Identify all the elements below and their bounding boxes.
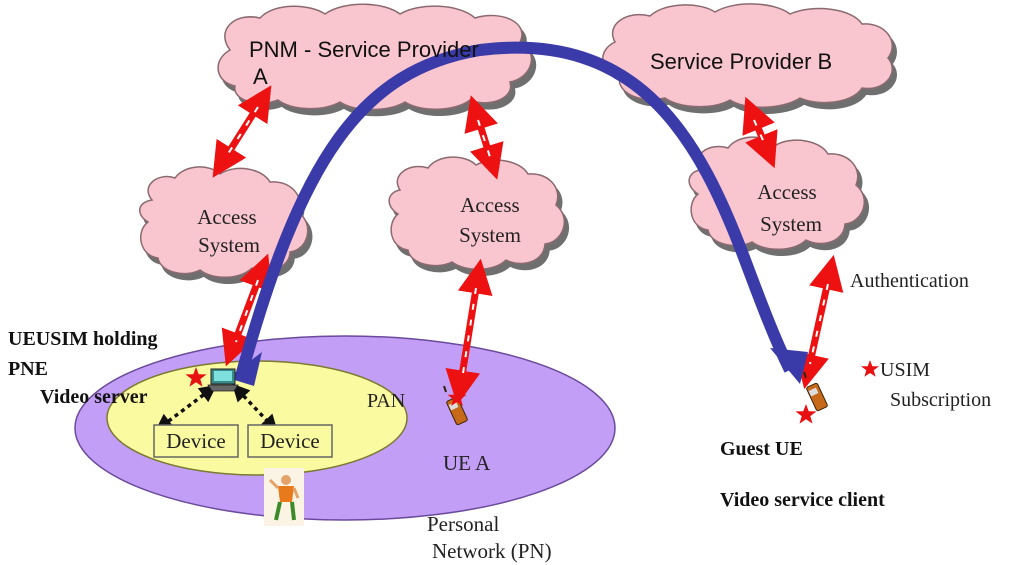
access-left-line1: Access (197, 205, 256, 229)
service-provider-a-suffix: A (253, 64, 268, 89)
pan-area (106, 360, 408, 476)
video-session-path (234, 41, 796, 382)
red-link-dashes (225, 106, 829, 381)
guest-ue-label: Guest UE (720, 438, 803, 460)
usim-star-pne (185, 367, 207, 387)
usim-label: USIM (880, 359, 930, 381)
service-provider-a-title: PNM - Service Provider (249, 37, 479, 62)
pan-label: PAN (367, 390, 405, 412)
video-session-arrowhead-left (228, 352, 262, 386)
cloud-service-provider-b (602, 3, 893, 108)
personal-network-label-line1: Personal (427, 512, 499, 536)
cloud-service-provider-a (217, 3, 533, 111)
video-service-client-label: Video service client (720, 489, 885, 511)
video-session-arrowhead-right (770, 348, 808, 384)
cloud-access-system-middle (388, 156, 566, 270)
subscription-label: Subscription (890, 389, 991, 411)
device-left-label: Device (166, 429, 225, 453)
ueusim-holding-label: UEUSIM holding (8, 328, 158, 350)
access-right-line2: System (760, 212, 822, 236)
usim-star-guest-ue (795, 404, 817, 424)
device-links (155, 383, 279, 433)
access-right-line1: Access (757, 180, 816, 204)
pne-label: PNE (8, 358, 48, 380)
access-left-line2: System (198, 233, 260, 257)
video-server-icon (207, 368, 239, 392)
video-server-label: Video server (40, 386, 148, 408)
personal-network-label-line2: Network (PN) (432, 539, 552, 563)
ue-a-label: UE A (443, 451, 491, 475)
authentication-label: Authentication (850, 270, 969, 292)
usim-legend-star (861, 360, 879, 377)
device-box-left: Device (153, 424, 239, 458)
guest-ue-phone-icon (803, 371, 828, 412)
device-right-label: Device (260, 429, 319, 453)
person-icon (264, 468, 304, 526)
usim-star-ue-a (447, 388, 467, 406)
cloud-access-system-left (139, 166, 309, 278)
device-box-right: Device (247, 424, 333, 458)
service-provider-b-title: Service Provider B (650, 49, 832, 74)
access-mid-line2: System (459, 223, 521, 247)
access-mid-line1: Access (460, 193, 519, 217)
link-provider-b-to-access-right (742, 96, 778, 169)
